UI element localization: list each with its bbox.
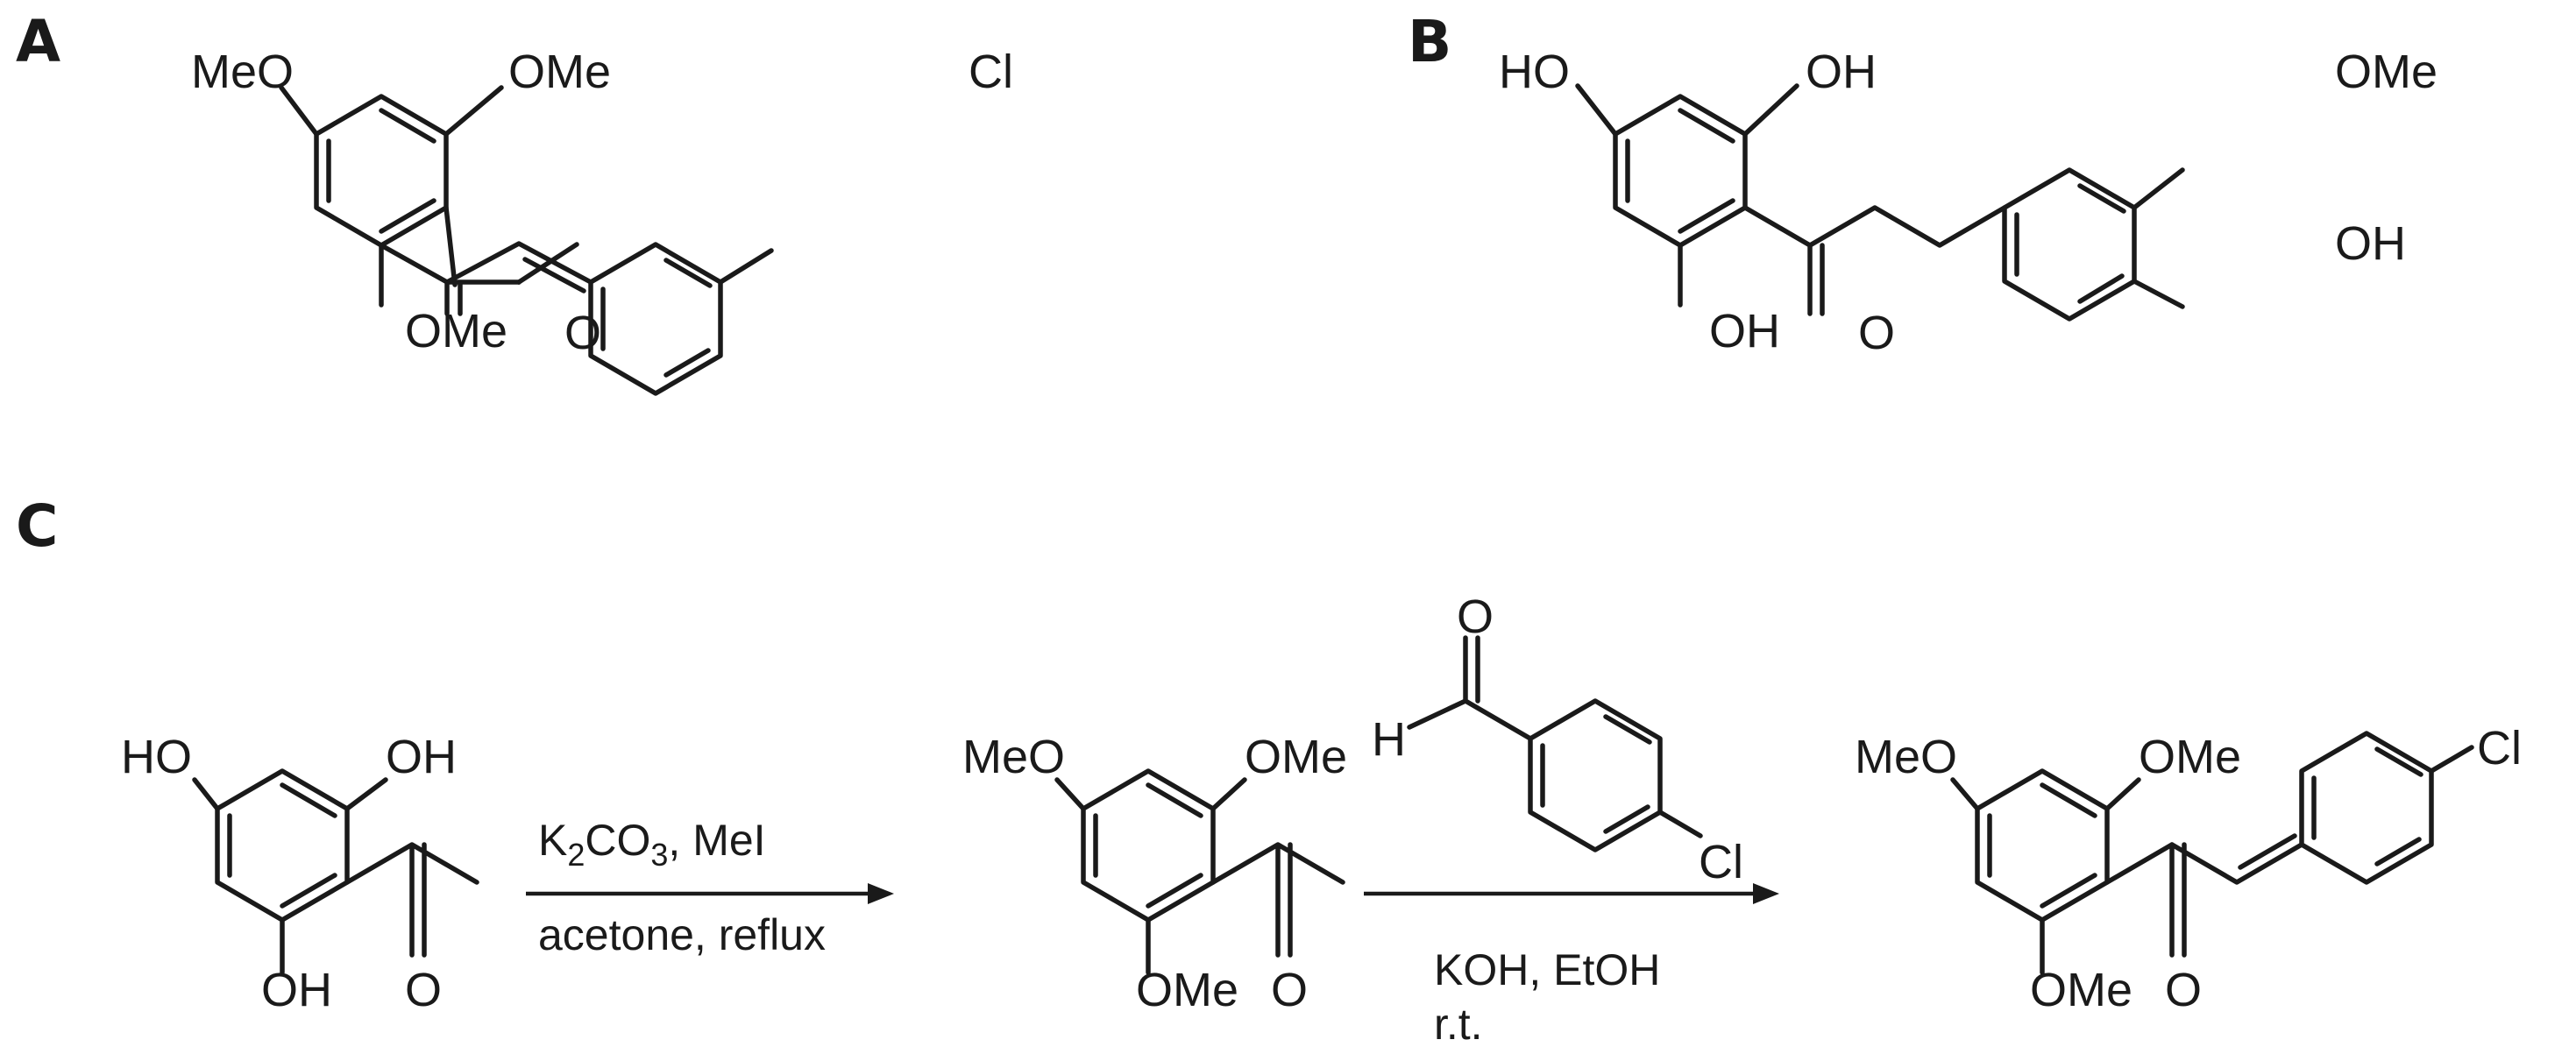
intermediate-ring-double-bonds xyxy=(1093,782,1203,909)
scheme-intermediate xyxy=(1054,768,1345,975)
start-oh-top-label: OH xyxy=(386,731,457,783)
step1-arrow xyxy=(526,883,894,904)
product-left-ring xyxy=(1975,768,2110,923)
product-oxygen-label: O xyxy=(2165,964,2202,1016)
start-ring xyxy=(215,768,350,923)
molecule-a-substituent-bonds xyxy=(279,85,579,308)
intermediate-oxygen-label: O xyxy=(1271,964,1308,1016)
intermediate-meo-label: MeO xyxy=(962,731,1065,783)
molecule-b-oh-top-label: OH xyxy=(1806,46,1877,98)
step2-temperature-label: r.t. xyxy=(1434,1000,1483,1049)
intermediate-acetyl-bond xyxy=(1210,842,1345,958)
molecule-b-left-ring xyxy=(1613,94,1748,248)
molecule-b-carbonyl-bond xyxy=(1742,205,1825,316)
start-acetyl-bond xyxy=(344,842,479,958)
start-oxygen-label: O xyxy=(405,964,442,1016)
molecule-b-right-ring xyxy=(2002,167,2137,322)
molecule-b-ome-label: OMe xyxy=(2335,46,2438,98)
molecule-b xyxy=(1575,83,2185,322)
product-ome-top-label: OMe xyxy=(2139,731,2241,783)
panel-label-c: C xyxy=(16,492,58,560)
scheme-aldehyde xyxy=(1407,635,1703,852)
product-right-ring-double-bonds xyxy=(2311,746,2423,866)
product-alkene-bond xyxy=(2169,833,2304,885)
molecule-a-left-ring-double-bonds xyxy=(326,108,436,234)
panel-label-b: B xyxy=(1408,8,1451,75)
intermediate-ring xyxy=(1081,768,1216,923)
molecule-b-oxygen-label: O xyxy=(1858,307,1895,359)
aldehyde-carbonyl-bonds xyxy=(1407,635,1533,741)
molecule-b-oh-bottom-label: OH xyxy=(1709,305,1780,357)
molecule-a-right-ring-double-bonds xyxy=(600,258,713,378)
molecule-b-alkyl-chain xyxy=(1807,205,2007,248)
start-ring-double-bonds xyxy=(227,782,337,909)
molecule-a-chloro-bond xyxy=(718,248,774,285)
start-ho-label: HO xyxy=(121,731,192,783)
molecule-a-meo-label: MeO xyxy=(191,46,294,98)
molecule-b-right-ring-double-bonds xyxy=(2014,183,2126,304)
molecule-a-right-ring xyxy=(588,242,723,396)
molecule-a-ome-top-label: OMe xyxy=(508,46,611,98)
product-chloro-bond xyxy=(2429,745,2474,774)
molecule-a-ome-bottom-label: OMe xyxy=(405,305,507,357)
molecule-a xyxy=(279,85,774,396)
molecule-b-oh-right-label: OH xyxy=(2335,217,2406,270)
scheme-starting-material xyxy=(192,768,479,975)
intermediate-substituent-bonds xyxy=(1054,777,1247,975)
step1-reagent-label: K2CO3, MeI xyxy=(538,816,766,873)
product-right-ring xyxy=(2299,731,2434,885)
product-substituent-bonds xyxy=(1950,777,2141,975)
step2-reagents-label: KOH, EtOH xyxy=(1434,945,1660,994)
aldehyde-hydrogen-label: H xyxy=(1372,713,1406,766)
aldehyde-ring-double-bonds xyxy=(1540,714,1652,834)
molecule-a-chlorine-label: Cl xyxy=(969,46,1013,98)
molecule-b-right-substituent-bonds xyxy=(2132,167,2185,309)
start-oh-bottom-label: OH xyxy=(261,964,332,1016)
molecule-b-ho-label: HO xyxy=(1499,46,1570,98)
product-chlorine-label: Cl xyxy=(2477,722,2522,775)
step1-conditions-label: acetone, reflux xyxy=(538,910,826,959)
molecule-a-oxygen-label: O xyxy=(564,307,601,359)
molecule-b-substituent-bonds xyxy=(1575,83,1799,308)
panel-label-a: A xyxy=(16,8,60,75)
product-carbonyl-bond xyxy=(2104,842,2187,958)
aldehyde-chlorine-label: Cl xyxy=(1699,836,1743,888)
aldehyde-chloro-bond xyxy=(1657,810,1703,838)
intermediate-ome-top-label: OMe xyxy=(1245,731,1347,783)
product-meo-label: MeO xyxy=(1855,731,1957,783)
aldehyde-ring xyxy=(1528,698,1663,852)
start-substituent-bonds xyxy=(192,777,388,975)
product-left-ring-double-bonds xyxy=(1987,782,2097,909)
molecule-b-left-ring-double-bonds xyxy=(1625,108,1735,234)
intermediate-ome-bottom-label: OMe xyxy=(1136,964,1238,1016)
step2-arrow xyxy=(1364,883,1779,904)
molecule-a-left-ring xyxy=(314,94,449,248)
aldehyde-oxygen-label: O xyxy=(1457,591,1494,643)
molecule-a-alkene-bond xyxy=(444,241,593,294)
product-ome-bottom-label: OMe xyxy=(2030,964,2132,1016)
scheme-product xyxy=(1950,731,2474,975)
